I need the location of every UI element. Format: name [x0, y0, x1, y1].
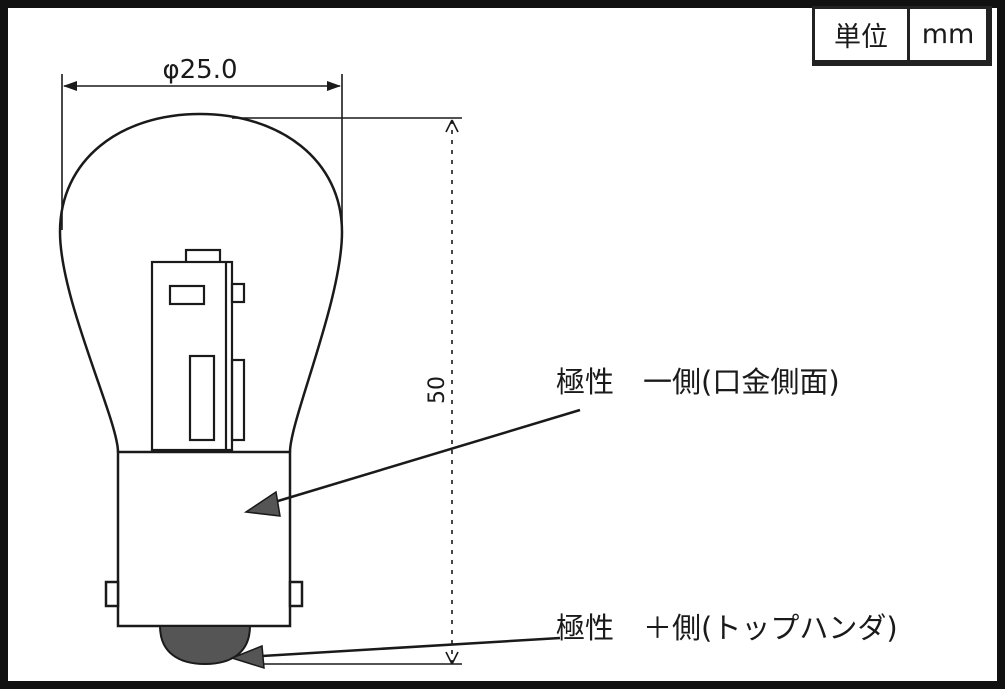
- unit-value: mm: [921, 19, 975, 50]
- bulb-base: [104, 450, 304, 628]
- negative-polarity-label: 極性 一側(口金側面): [556, 365, 840, 399]
- height-dimension: [232, 117, 462, 665]
- positive-callout-leader: [229, 636, 561, 670]
- solder-contact: [158, 625, 252, 666]
- negative-callout-leader: [243, 408, 581, 517]
- unit-box: 単位 mm: [812, 6, 992, 66]
- diameter-dimension: [61, 74, 343, 230]
- bulb-glass: [58, 112, 344, 453]
- filament-mount: [150, 248, 246, 452]
- height-label: 50: [425, 376, 450, 404]
- positive-polarity-label: 極性 ＋側(トップハンダ): [556, 611, 898, 645]
- unit-label: 単位: [815, 9, 910, 60]
- diameter-label: φ25.0: [162, 55, 237, 85]
